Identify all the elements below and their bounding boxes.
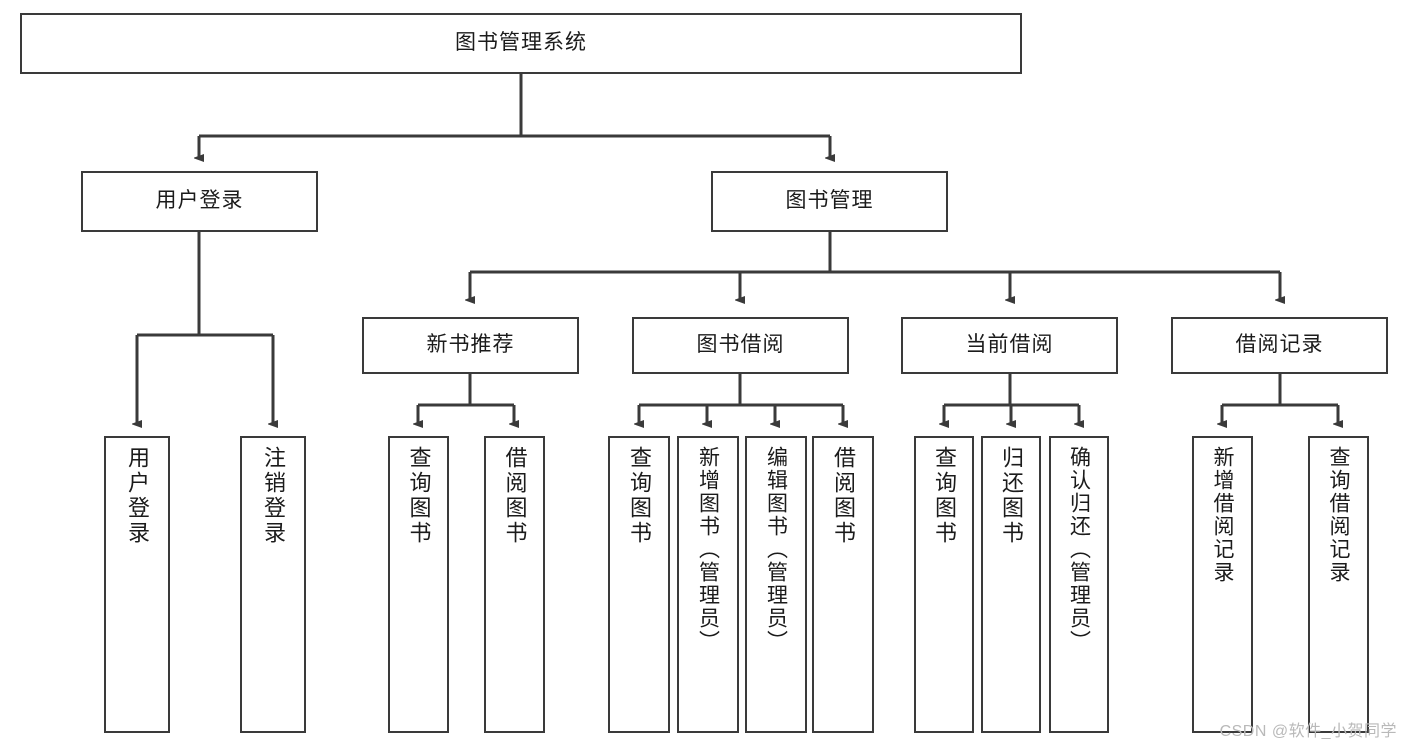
node-leaf-return-book[interactable]: 归还图书: [981, 436, 1041, 733]
node-book-manage-label: 图书管理: [785, 189, 874, 213]
node-borrow-record[interactable]: 借阅记录: [1171, 317, 1388, 374]
node-leaf-user-login-label: 用户登录: [125, 446, 150, 546]
node-leaf-borrow-book-1-label: 借阅图书: [502, 446, 528, 546]
node-leaf-query-record-label: 查询借阅记录: [1327, 446, 1350, 584]
node-current-borrow-label: 当前借阅: [965, 333, 1054, 357]
node-leaf-query-book-3-label: 查询图书: [932, 446, 957, 546]
node-leaf-add-record-label: 新增借阅记录: [1211, 446, 1234, 584]
node-leaf-confirm-return-label: 确认归还（管理员）: [1067, 446, 1091, 653]
node-borrow-record-label: 借阅记录: [1235, 333, 1324, 357]
node-leaf-add-book[interactable]: 新增图书（管理员）: [677, 436, 739, 733]
node-leaf-add-book-label: 新增图书（管理员）: [696, 446, 720, 653]
node-user-login-label: 用户登录: [155, 189, 244, 213]
node-leaf-return-book-label: 归还图书: [999, 446, 1024, 546]
node-leaf-query-book-1[interactable]: 查询图书: [388, 436, 449, 733]
node-leaf-borrow-book-1[interactable]: 借阅图书: [484, 436, 545, 733]
node-leaf-query-book-3[interactable]: 查询图书: [914, 436, 974, 733]
node-leaf-edit-book-label: 编辑图书（管理员）: [764, 446, 788, 653]
node-leaf-borrow-book-2-label: 借阅图书: [831, 446, 856, 546]
node-leaf-edit-book[interactable]: 编辑图书（管理员）: [745, 436, 807, 733]
node-book-borrow[interactable]: 图书借阅: [632, 317, 849, 374]
node-root-label: 图书管理系统: [455, 31, 587, 55]
node-leaf-logout-label: 注销登录: [261, 446, 286, 546]
node-leaf-query-book-2-label: 查询图书: [627, 446, 652, 546]
node-leaf-add-record[interactable]: 新增借阅记录: [1192, 436, 1253, 733]
node-root[interactable]: 图书管理系统: [20, 13, 1022, 74]
watermark-text: CSDN @软件_小贺同学: [1219, 723, 1397, 740]
node-leaf-query-book-2[interactable]: 查询图书: [608, 436, 670, 733]
node-leaf-user-login[interactable]: 用户登录: [104, 436, 170, 733]
node-leaf-borrow-book-2[interactable]: 借阅图书: [812, 436, 874, 733]
node-new-book-rec-label: 新书推荐: [426, 333, 515, 357]
node-user-login[interactable]: 用户登录: [81, 171, 318, 232]
node-leaf-logout[interactable]: 注销登录: [240, 436, 306, 733]
node-current-borrow[interactable]: 当前借阅: [901, 317, 1118, 374]
node-leaf-query-record[interactable]: 查询借阅记录: [1308, 436, 1369, 733]
node-leaf-confirm-return[interactable]: 确认归还（管理员）: [1049, 436, 1109, 733]
node-book-manage[interactable]: 图书管理: [711, 171, 948, 232]
node-book-borrow-label: 图书借阅: [696, 333, 785, 357]
node-new-book-rec[interactable]: 新书推荐: [362, 317, 579, 374]
node-leaf-query-book-1-label: 查询图书: [406, 446, 432, 546]
